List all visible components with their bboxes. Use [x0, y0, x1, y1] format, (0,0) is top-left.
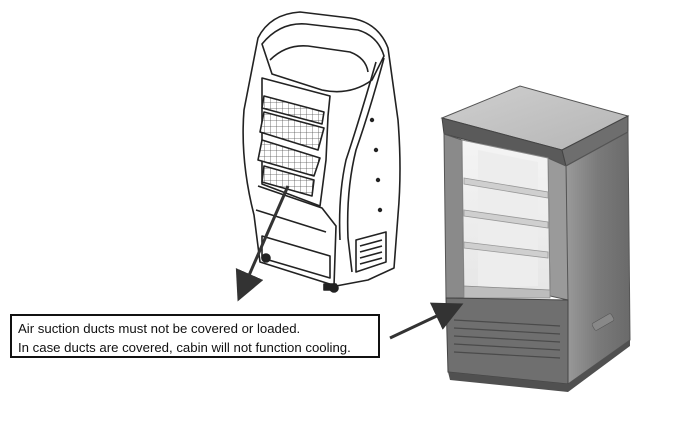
warning-line-1: Air suction ducts must not be covered or… [18, 321, 301, 336]
cabinet-front-photo [440, 85, 631, 392]
duct-pointer-arrow-left [235, 185, 290, 302]
warning-callout-box: Air suction ducts must not be covered or… [10, 314, 380, 358]
duct-pointer-arrow-right [389, 302, 464, 340]
warning-line-2: In case ducts are covered, cabin will no… [18, 340, 351, 355]
cabinet-line-drawing [242, 11, 401, 293]
